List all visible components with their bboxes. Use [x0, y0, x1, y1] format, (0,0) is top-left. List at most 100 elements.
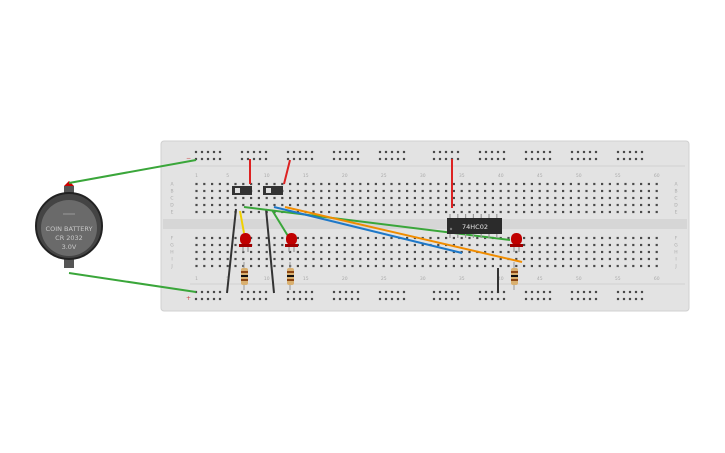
breadboard-hole [530, 203, 533, 207]
breadboard-hole [628, 290, 632, 294]
row-label: A [674, 182, 678, 188]
breadboard-hole [310, 297, 314, 301]
resistor-3[interactable] [511, 262, 518, 290]
led-body [511, 233, 522, 245]
column-label: 55 [615, 276, 621, 282]
breadboard-hole [304, 250, 307, 254]
breadboard-hole [289, 196, 292, 200]
led-rim [239, 244, 252, 247]
led-1[interactable] [239, 233, 252, 252]
breadboard-hole [437, 196, 440, 200]
breadboard-hole [218, 189, 221, 193]
breadboard-hole [289, 250, 292, 254]
wire-yellow[interactable] [239, 210, 245, 234]
breadboard-hole [468, 257, 471, 261]
column-label: 35 [459, 276, 465, 282]
breadboard-hole [538, 243, 541, 247]
breadboard-hole [622, 157, 626, 161]
breadboard-hole [396, 297, 400, 301]
row-label: H [674, 250, 677, 256]
breadboard-hole [624, 257, 627, 261]
breadboard-hole [312, 243, 315, 247]
breadboard-hole [240, 157, 244, 161]
breadboard-hole [624, 189, 627, 193]
ic-chip-74hc02[interactable]: 74HC02 [447, 214, 502, 238]
breadboard-hole [421, 182, 424, 186]
wire-red-2[interactable] [283, 159, 291, 185]
breadboard-hole [273, 182, 276, 186]
breadboard-hole [234, 264, 237, 268]
breadboard-hole [286, 157, 290, 161]
wire-blue[interactable] [273, 206, 463, 254]
breadboard-hole [562, 189, 565, 193]
breadboard-hole [328, 189, 331, 193]
breadboard-hole [496, 150, 500, 154]
breadboard-hole [195, 264, 198, 268]
breadboard-hole [445, 182, 448, 186]
breadboard-hole [601, 236, 604, 240]
breadboard-hole [328, 196, 331, 200]
breadboard-hole [398, 264, 401, 268]
breadboard-hole [524, 297, 528, 301]
breadboard-hole [203, 243, 206, 247]
breadboard-hole [374, 196, 377, 200]
column-label: 25 [381, 173, 387, 179]
resistor-1[interactable] [241, 262, 248, 290]
breadboard-hole [530, 157, 534, 161]
breadboard-hole [242, 210, 245, 214]
breadboard-hole [548, 290, 552, 294]
breadboard-hole [601, 250, 604, 254]
breadboard-hole [343, 250, 346, 254]
led-rim [510, 244, 523, 247]
slide-switch-1[interactable] [232, 186, 252, 195]
breadboard-hole [655, 264, 658, 268]
breadboard-hole [450, 150, 454, 154]
breadboard-hole [452, 264, 455, 268]
breadboard-hole [601, 196, 604, 200]
breadboard-hole [647, 210, 650, 214]
resistor-band [287, 279, 294, 281]
breadboard-hole [507, 182, 510, 186]
column-label: 10 [264, 276, 270, 282]
breadboard-hole [582, 297, 586, 301]
resistor-2[interactable] [287, 262, 294, 290]
breadboard-hole [351, 236, 354, 240]
breadboard-hole [298, 150, 302, 154]
breadboard-hole [382, 257, 385, 261]
breadboard-hole [406, 210, 409, 214]
wire-orange[interactable] [284, 206, 523, 263]
breadboard-hole [647, 182, 650, 186]
breadboard-hole [491, 243, 494, 247]
led-3[interactable] [510, 233, 523, 252]
chip-body [447, 218, 502, 234]
breadboard-hole [585, 243, 588, 247]
breadboard-hole [242, 182, 245, 186]
breadboard-hole [460, 182, 463, 186]
breadboard-hole [281, 203, 284, 207]
wire-battery-bottom[interactable] [68, 272, 197, 293]
breadboard-hole [281, 257, 284, 261]
breadboard-hole [530, 210, 533, 214]
breadboard-hole [344, 150, 348, 154]
coin-battery[interactable]: COIN BATTERY CR 2032 3.0V [35, 181, 103, 268]
breadboard-hole [601, 257, 604, 261]
breadboard-hole [538, 196, 541, 200]
breadboard-hole [490, 157, 494, 161]
wire-black-1[interactable] [226, 208, 237, 294]
breadboard-hole [356, 157, 360, 161]
breadboard-hole [468, 210, 471, 214]
breadboard-hole [616, 189, 619, 193]
breadboard-hole [257, 182, 260, 186]
wire-battery-top[interactable] [68, 159, 197, 184]
breadboard-hole [273, 257, 276, 261]
breadboard-hole [250, 182, 253, 186]
wire-black-2[interactable] [265, 208, 275, 294]
breadboard-hole [554, 210, 557, 214]
slide-switch-2[interactable] [263, 186, 283, 195]
wire-green-2[interactable] [271, 209, 289, 237]
breadboard-hole [335, 257, 338, 261]
breadboard-hole [437, 257, 440, 261]
breadboard-hole [374, 182, 377, 186]
led-2[interactable] [285, 233, 298, 252]
breadboard-hole [359, 236, 362, 240]
